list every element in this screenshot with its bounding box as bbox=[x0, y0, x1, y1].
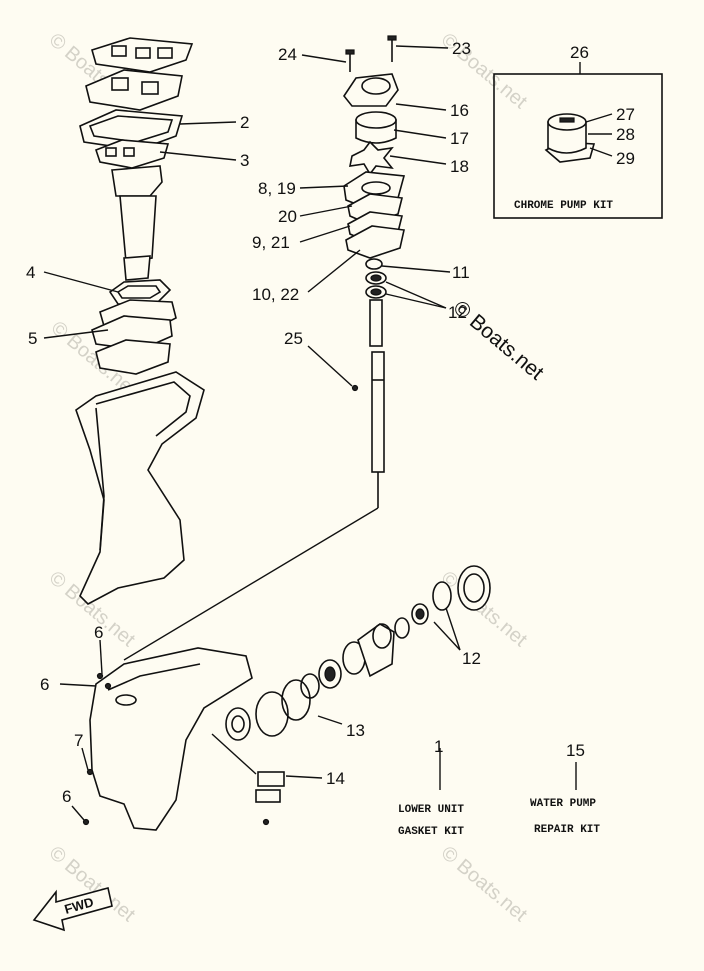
chrome-pump-kit-box bbox=[493, 73, 663, 219]
exhaust-tube bbox=[111, 165, 163, 281]
propshaft-parts bbox=[225, 565, 491, 741]
part-label-27: 27 bbox=[616, 105, 635, 124]
gasket-stack-lower bbox=[91, 279, 177, 375]
part-label-13: 13 bbox=[346, 721, 365, 740]
part-label-2: 2 bbox=[240, 113, 249, 132]
part-label-14: 14 bbox=[326, 769, 345, 788]
water-pump-kit-label-line2: REPAIR KIT bbox=[534, 824, 600, 836]
upper-casing bbox=[75, 371, 205, 605]
part-label-24: 24 bbox=[278, 45, 297, 64]
lower-unit-kit-label-line1: LOWER UNIT bbox=[398, 804, 464, 816]
part-label-6: 6 bbox=[94, 623, 103, 642]
gearcase bbox=[82, 647, 285, 831]
part-label-20: 20 bbox=[278, 207, 297, 226]
part-label-3: 3 bbox=[240, 151, 249, 170]
part-label-28: 28 bbox=[616, 125, 635, 144]
part-label-12: 12 bbox=[462, 649, 481, 668]
gasket-stack-upper bbox=[79, 37, 194, 169]
part-label-11: 11 bbox=[452, 263, 470, 282]
part-label-10-22: 10, 22 bbox=[252, 285, 299, 304]
kit-labels: CHROME PUMP KIT LOWER UNIT GASKET KIT WA… bbox=[398, 200, 613, 838]
part-label-6: 6 bbox=[40, 675, 49, 694]
part-label-7: 7 bbox=[74, 731, 83, 750]
part-label-15: 15 bbox=[566, 741, 585, 760]
part-label-8-19: 8, 19 bbox=[258, 179, 296, 198]
fwd-arrow: FWD bbox=[32, 887, 113, 932]
part-label-17: 17 bbox=[450, 129, 469, 148]
part-label-9-21: 9, 21 bbox=[252, 233, 290, 252]
part-label-1: 1 bbox=[434, 737, 443, 756]
part-label-26: 26 bbox=[570, 43, 589, 62]
watermark: © Boats.net bbox=[437, 842, 532, 926]
part-label-23: 23 bbox=[452, 39, 471, 58]
drive-shaft bbox=[351, 299, 385, 508]
part-label-6: 6 bbox=[62, 787, 71, 806]
leader-lines bbox=[43, 45, 613, 821]
chrome-pump-kit-label: CHROME PUMP KIT bbox=[514, 200, 613, 212]
part-label-4: 4 bbox=[26, 263, 35, 282]
part-label-29: 29 bbox=[616, 149, 635, 168]
part-label-5: 5 bbox=[28, 329, 37, 348]
lower-unit-kit-label-line2: GASKET KIT bbox=[398, 826, 464, 838]
part-label-16: 16 bbox=[450, 101, 469, 120]
part-label-12: 12 bbox=[448, 303, 467, 322]
part-label-18: 18 bbox=[450, 157, 469, 176]
water-pump-stack bbox=[343, 35, 406, 299]
part-labels: 1 2 3 4 5 6 6 7 6 8, 19 20 9, 21 10, 22 … bbox=[26, 39, 635, 806]
part-label-25: 25 bbox=[284, 329, 303, 348]
water-pump-kit-label-line1: WATER PUMP bbox=[530, 798, 596, 810]
